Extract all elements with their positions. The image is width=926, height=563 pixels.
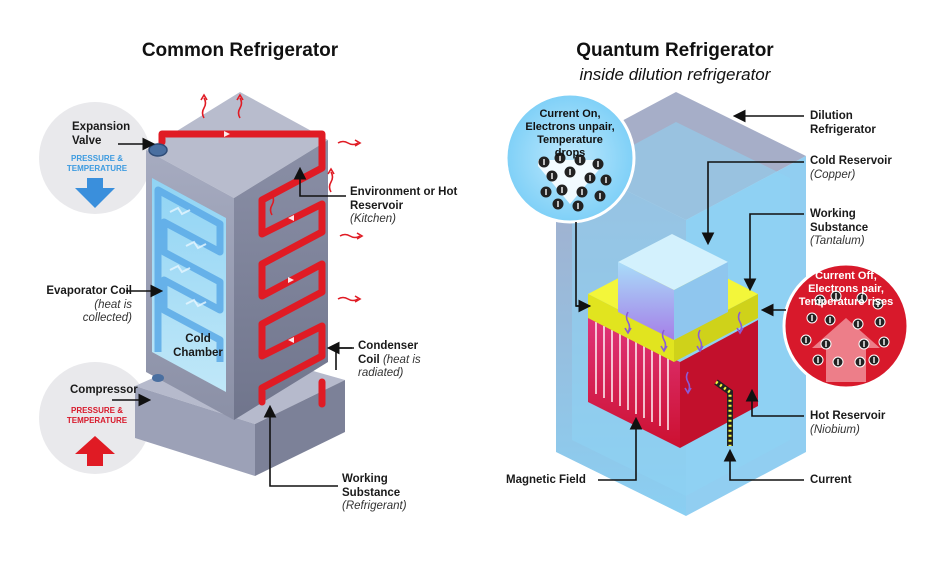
electron-icon <box>830 290 842 302</box>
common-refrigerator-title: Common Refrigerator <box>141 40 339 61</box>
condenser-coil-title: Condenser Coil <box>358 340 419 366</box>
electron-icon <box>820 338 832 350</box>
electron-icon <box>832 356 844 368</box>
magnetic-field-label: Magnetic Field <box>506 474 586 486</box>
electron-icon <box>540 186 552 198</box>
electron-icon <box>814 294 826 306</box>
low-pressure-circle <box>39 102 151 214</box>
magnetic-field-lines <box>595 322 669 430</box>
electron-icon <box>854 356 866 368</box>
high-pressure-circle <box>39 362 151 474</box>
current-on-text: Current On, Electrons unpair, Temperatur… <box>525 108 615 159</box>
electron-icon <box>564 166 576 178</box>
evaporator-coil-title: Evaporator Coil <box>46 285 132 297</box>
base-front <box>135 386 255 476</box>
working-substance-left-title: Working Substance <box>342 473 401 499</box>
environment-sub: (Kitchen) <box>350 213 397 225</box>
electron-icon <box>874 316 886 328</box>
expansion-valve-label: Expansion Valve <box>72 121 131 147</box>
compressor-label: Compressor <box>70 384 138 396</box>
hot-reservoir-title: Hot Reservoir <box>810 410 886 422</box>
electron-icon <box>824 314 836 326</box>
expansion-valve <box>148 143 168 157</box>
condenser-coil-sub: (heat is radiated) <box>358 353 421 380</box>
electron-icon <box>554 152 566 164</box>
electron-icon <box>856 292 868 304</box>
electron-icon <box>872 298 884 310</box>
common-refrigerator <box>39 92 364 487</box>
electron-icon <box>868 354 880 366</box>
working-substance-left-label: Working Substance (Refrigerant) <box>342 473 432 514</box>
evaporator-coil-sub: (heat is collected) <box>82 298 132 325</box>
electron-icon <box>594 190 606 202</box>
electron-icon <box>552 198 564 210</box>
current-on-bubble <box>504 92 636 224</box>
compressor-port <box>152 374 164 382</box>
heat-waves <box>200 93 364 303</box>
electron-icon <box>592 158 604 170</box>
electron-icon <box>878 336 890 348</box>
quantum-refrigerator-subtitle: inside dilution refrigerator <box>579 65 771 84</box>
electron-icon <box>572 200 584 212</box>
electron-icon <box>800 334 812 346</box>
hot-reservoir-front <box>588 316 680 448</box>
evaporator-coil <box>154 186 224 362</box>
electron-icon <box>600 174 612 186</box>
electron-icon <box>576 186 588 198</box>
unpaired-electrons <box>800 290 890 368</box>
electron-icon <box>584 172 596 184</box>
working-substance-right-title: Working Substance <box>810 208 869 234</box>
up-arrow-icon <box>75 436 115 466</box>
refrigerant-pipe <box>158 130 326 408</box>
environment-label: Environment or Hot Reservoir (Kitchen) <box>350 186 470 227</box>
environment-title: Environment or Hot Reservoir <box>350 186 458 212</box>
working-substance-right-sub: (Tantalum) <box>810 235 865 247</box>
current-label: Current <box>810 474 852 486</box>
cold-reservoir-side <box>674 262 728 340</box>
current-off-text: Current Off, Electrons pair, Temperature… <box>798 270 894 308</box>
working-substance-right-label: Working Substance (Tantalum) <box>810 208 900 249</box>
electron-icon <box>852 318 864 330</box>
working-substance-left-sub: (Refrigerant) <box>342 500 407 512</box>
electron-icon <box>538 156 550 168</box>
cold-chamber-window <box>152 178 226 392</box>
cold-reservoir-label: Cold Reservoir (Copper) <box>810 155 900 182</box>
condenser-coil-label: Condenser Coil (heat is radiated) <box>358 340 438 381</box>
cold-reservoir-title: Cold Reservoir <box>810 155 892 167</box>
cold-reservoir-front <box>618 262 674 340</box>
electron-icon <box>556 184 568 196</box>
pressure-temp-high-label: PRESSURE & TEMPERATURE <box>66 406 128 425</box>
working-substance-side <box>674 294 758 362</box>
pressure-temp-low-label: PRESSURE & TEMPERATURE <box>66 154 128 173</box>
evaporator-coil-label: Evaporator Coil (heat is collected) <box>42 285 132 326</box>
electron-icon <box>546 170 558 182</box>
paired-electrons <box>538 152 612 212</box>
tower-top <box>146 92 328 198</box>
electron-icon <box>574 154 586 166</box>
electron-icon <box>806 312 818 324</box>
cold-chamber-label: Cold Chamber <box>173 333 223 359</box>
electron-icon <box>812 354 824 366</box>
dilution-refrigerator-label: Dilution Refrigerator <box>810 110 876 136</box>
electron-icon <box>858 338 870 350</box>
hot-reservoir-label: Hot Reservoir (Niobium) <box>810 410 910 437</box>
quantum-refrigerator <box>504 92 910 516</box>
quantum-refrigerator-title: Quantum Refrigerator <box>576 40 774 61</box>
hot-reservoir-sub: (Niobium) <box>810 423 860 436</box>
down-arrow-icon <box>75 178 115 208</box>
cold-reservoir-top <box>618 234 728 290</box>
cold-reservoir-sub: (Copper) <box>810 168 856 181</box>
